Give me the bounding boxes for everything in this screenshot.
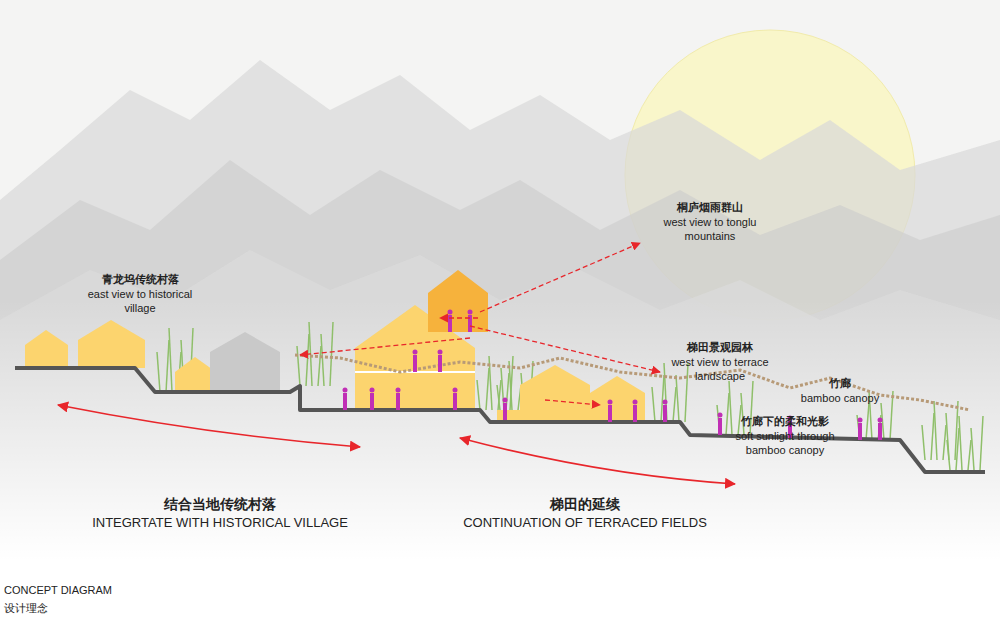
person-head bbox=[878, 418, 883, 423]
bamboo-stem bbox=[956, 428, 959, 470]
bamboo-stem bbox=[943, 425, 946, 460]
bamboo-stem bbox=[486, 368, 489, 410]
view-label: west view to tonglu mountains bbox=[640, 216, 780, 244]
person-head bbox=[663, 400, 668, 405]
person-head bbox=[370, 388, 375, 393]
bamboo-stem bbox=[673, 387, 676, 422]
ground-line bbox=[15, 368, 985, 472]
bamboo-canopy bbox=[295, 355, 970, 410]
view-label: 青龙坞传统村落 bbox=[85, 273, 195, 287]
person-head bbox=[858, 418, 863, 423]
bamboo-stem bbox=[934, 401, 937, 460]
bamboo-stem bbox=[980, 416, 983, 470]
bamboo bbox=[157, 322, 983, 470]
caption: CONCEPT DIAGRAM 设计理念 bbox=[4, 582, 114, 617]
bamboo-stem bbox=[741, 393, 744, 435]
view-label: east view to historical village bbox=[85, 288, 195, 316]
person-head bbox=[413, 350, 418, 355]
person-head bbox=[448, 310, 453, 315]
person-body bbox=[396, 393, 400, 410]
person-body bbox=[413, 355, 417, 372]
concept-heading: 结合当地传统村落 bbox=[80, 496, 360, 514]
person-body bbox=[858, 423, 862, 440]
person-head bbox=[633, 400, 638, 405]
person-body bbox=[503, 403, 507, 420]
view-label: west view to terrace landscape bbox=[665, 356, 775, 384]
bamboo-stem bbox=[968, 440, 971, 470]
view-label: bamboo canopy bbox=[790, 392, 890, 406]
person-head bbox=[343, 388, 348, 393]
people bbox=[343, 310, 883, 441]
bamboo-stem bbox=[510, 356, 513, 410]
person-body bbox=[663, 405, 667, 422]
bamboo-stem bbox=[652, 387, 655, 422]
bamboo-stem bbox=[157, 352, 160, 392]
mountains bbox=[0, 60, 1000, 560]
person-body bbox=[343, 393, 347, 410]
bamboo-stem bbox=[959, 416, 962, 470]
bamboo-stem bbox=[330, 322, 333, 386]
person-head bbox=[718, 413, 723, 418]
bamboo-stem bbox=[664, 363, 667, 422]
person-body bbox=[878, 423, 882, 440]
concept-heading: CONTINUATION OF TERRACED FIELDS bbox=[440, 515, 730, 531]
bamboo-stem bbox=[169, 328, 172, 392]
person-head bbox=[468, 310, 473, 315]
bamboo-stem bbox=[866, 403, 869, 440]
range-arrows bbox=[58, 405, 735, 484]
person-body bbox=[718, 418, 722, 435]
person-head bbox=[396, 388, 401, 393]
bamboo-stem bbox=[971, 428, 974, 470]
concept-heading: 梯田的延续 bbox=[470, 496, 700, 514]
bamboo-stem bbox=[922, 425, 925, 460]
bamboo-stem bbox=[297, 346, 300, 386]
view-label: 梯田景观园林 bbox=[665, 341, 775, 355]
concept-heading: INTEGRTATE WITH HISTORICAL VILLAGE bbox=[70, 515, 370, 531]
bamboo-stem bbox=[306, 334, 309, 386]
person-head bbox=[453, 388, 458, 393]
view-label: soft sunlight through bamboo canopy bbox=[720, 430, 850, 458]
view-label: 竹廊下的柔和光影 bbox=[720, 415, 850, 429]
sky bbox=[0, 0, 1000, 560]
bamboo-stem bbox=[497, 385, 500, 410]
bamboo-stem bbox=[477, 380, 480, 410]
person-body bbox=[633, 405, 637, 422]
bamboo-stem bbox=[726, 393, 729, 435]
bamboo-stem bbox=[318, 346, 321, 386]
view-arrows bbox=[300, 243, 660, 405]
bamboo-stem bbox=[947, 440, 950, 470]
bamboo-stem bbox=[321, 334, 324, 386]
bamboo-stem bbox=[729, 381, 732, 435]
bamboo-stem bbox=[166, 340, 169, 392]
person-body bbox=[438, 355, 442, 372]
person-body bbox=[453, 393, 457, 410]
person-head bbox=[608, 400, 613, 405]
person-body bbox=[370, 393, 374, 410]
bamboo-stem bbox=[931, 413, 934, 460]
person-head bbox=[503, 398, 508, 403]
bamboo-stem bbox=[498, 380, 501, 410]
person-body bbox=[608, 405, 612, 422]
person-head bbox=[438, 350, 443, 355]
bamboo-stem bbox=[685, 363, 688, 422]
bamboo-stem bbox=[676, 375, 679, 422]
bamboo-stem bbox=[890, 391, 893, 440]
view-label: 桐庐烟雨群山 bbox=[640, 201, 780, 215]
view-label: 竹廊 bbox=[805, 377, 875, 391]
